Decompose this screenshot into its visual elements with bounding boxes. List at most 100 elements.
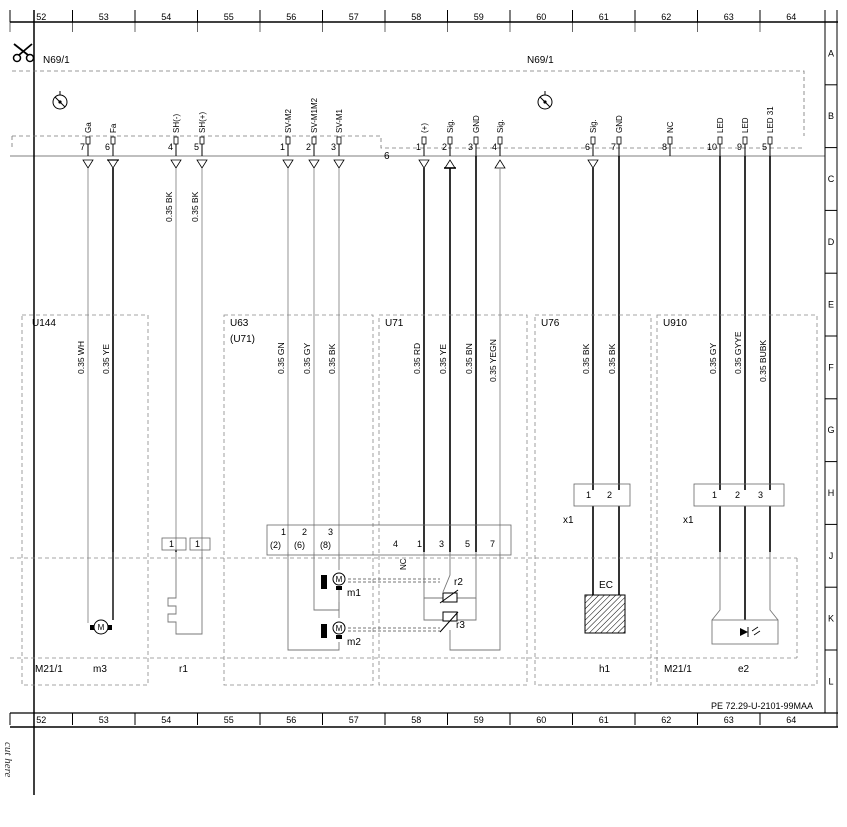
bottom-label-r1: r1 (179, 664, 188, 675)
pin-name: Fa (109, 123, 118, 133)
row-J: J (829, 551, 834, 561)
u63-pin-3-paren: (8) (320, 540, 331, 550)
x1-right-pin-1: 1 (712, 490, 717, 500)
bottom-label-m21-right: M21/1 (664, 664, 692, 675)
pin-number: 10 (707, 142, 717, 152)
column-bottom-60: 60 (536, 715, 546, 725)
frame (10, 10, 838, 795)
motor-m2-icon: M m2 (321, 621, 361, 648)
pins-layer: Ga7Fa6SH(-)4SH(+)5SV-M21SV-M1M22SV-M13(+… (80, 97, 775, 169)
u71-pin-4: 4 (393, 539, 398, 549)
potentiometer-r2-icon: r2 (439, 577, 463, 604)
wire-label: 0.35 BK (327, 343, 337, 374)
wire-1: 0.35 YE (101, 168, 114, 552)
bottom-label-m21-left: M21/1 (35, 664, 63, 675)
pin-13: NC8 (662, 121, 675, 156)
components: M M m1 M m2 r2 r3 (90, 572, 761, 648)
group-label-u71: U71 (385, 318, 404, 329)
pin-name: SV-M1 (335, 108, 344, 133)
pin-number: 1 (280, 142, 285, 152)
row-G: G (827, 425, 834, 435)
wire-11: 0.35 BK (581, 168, 594, 490)
x1-right-pin-3: 3 (758, 490, 763, 500)
gear-symbol-right-icon (537, 91, 553, 110)
pin-number: 5 (762, 142, 767, 152)
pin-number: 4 (168, 142, 173, 152)
column-top-57: 57 (349, 12, 359, 22)
row-A: A (828, 48, 834, 58)
column-bottom-58: 58 (411, 715, 421, 725)
pin-name: SH(+) (198, 112, 207, 133)
motor-m1-icon: M m1 (321, 572, 361, 599)
pin-16: LED 31 5 (762, 106, 775, 156)
pin-6: SV-M1 3 (331, 108, 345, 169)
pin-7: (+) 1 (416, 123, 430, 169)
pin-name: LED 31 (766, 106, 775, 133)
column-top-63: 63 (724, 12, 734, 22)
pin-number: 3 (331, 142, 336, 152)
column-top-53: 53 (99, 12, 109, 22)
pin-number: 9 (737, 142, 742, 152)
wire-label: 0.35 BUBK (758, 340, 768, 382)
wire-label: 0.35 GY (708, 342, 718, 374)
column-top-59: 59 (474, 12, 484, 22)
pin-name: Sig. (446, 119, 455, 133)
module-right-label: N69/1 (527, 55, 554, 66)
motor-m2-letter: M (336, 624, 343, 633)
pin-number: 1 (416, 142, 421, 152)
pin-name: (+) (420, 123, 429, 133)
m2-label: m2 (347, 637, 361, 648)
u63-pin-3: 3 (328, 527, 333, 537)
bottom-labels: M21/1 m3 r1 h1 M21/1 e2 (35, 664, 750, 675)
side-number: 6 (384, 151, 390, 162)
column-bottom-54: 54 (161, 715, 171, 725)
wire-12: 0.35 BK (607, 156, 620, 490)
pin-name: SH(-) (172, 114, 181, 133)
u63-pin-1-paren: (2) (270, 540, 281, 550)
group-label-u144: U144 (32, 318, 56, 329)
connector-pin-numbers: 1 1 1 2 3 (2) (6) (8) 4 1 3 5 7 1 2 1 2 … (169, 490, 763, 570)
x1-right-label: x1 (683, 515, 694, 526)
group-label-u63: U63 (230, 318, 249, 329)
pin-11: Sig.6 (585, 119, 599, 169)
wire-8: 0.35 YE (438, 168, 451, 552)
column-top-64: 64 (786, 12, 796, 22)
wire-14: 0.35 GYYE (733, 156, 746, 490)
pin-name: LED (741, 117, 750, 133)
ec-label: EC (599, 580, 613, 591)
row-L: L (828, 676, 833, 686)
u63-pin-1: 1 (281, 527, 286, 537)
connector-strips (161, 483, 785, 556)
x1-left-pin-2: 2 (607, 490, 612, 500)
pin-number: 4 (492, 142, 497, 152)
m1-label: m1 (347, 588, 361, 599)
wire-label: 0.35 GYYE (733, 331, 743, 374)
wire-label: 0.35 YE (438, 344, 448, 374)
row-C: C (828, 174, 835, 184)
u71-pin-7: 7 (490, 539, 495, 549)
wire-label: 0.35 YE (101, 344, 111, 374)
group-boxes (10, 314, 818, 686)
module-n69-1: N69/1 N69/1 6 (11, 55, 805, 162)
bottom-label-h1: h1 (599, 664, 611, 675)
column-bottom-61: 61 (599, 715, 609, 725)
row-E: E (828, 300, 834, 310)
row-K: K (828, 614, 834, 624)
pin-name: GND (472, 115, 481, 133)
row-B: B (828, 111, 834, 121)
wire-label: 0.35 RD (412, 343, 422, 374)
column-top-55: 55 (224, 12, 234, 22)
column-bottom-52: 52 (36, 715, 46, 725)
motor-m1-letter: M (336, 575, 343, 584)
pin-number: 3 (468, 142, 473, 152)
cut-here-note: cut here (2, 742, 14, 778)
u63-pin-2: 2 (302, 527, 307, 537)
pin-number: 2 (442, 142, 447, 152)
column-top-56: 56 (286, 12, 296, 22)
column-top-52: 52 (36, 12, 46, 22)
